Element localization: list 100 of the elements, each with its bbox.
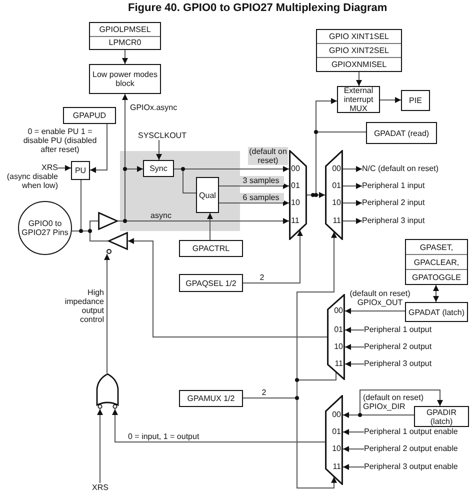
arrow — [242, 230, 303, 284]
block-label: PU — [74, 166, 86, 175]
signal-label: Peripheral 1 output enable — [364, 427, 458, 436]
port-label: 00 — [332, 410, 341, 419]
port-label: 01 — [291, 181, 300, 190]
connector-line — [71, 230, 108, 242]
block — [196, 177, 219, 213]
arrow — [97, 408, 103, 484]
arrow — [128, 238, 328, 338]
arrow — [342, 429, 364, 435]
port-label: 10 — [291, 198, 300, 207]
block — [71, 161, 90, 180]
arrow — [218, 200, 290, 206]
signal-label: Peripheral 3 output enable — [364, 462, 458, 471]
block-label: Qual — [199, 190, 216, 200]
arrow — [360, 390, 443, 416]
arrow — [156, 140, 162, 160]
port-label: 11 — [291, 216, 300, 225]
arrow — [433, 284, 439, 302]
signal-label: Peripheral 2 output — [364, 342, 432, 351]
signal-label: Peripheral 2 input — [362, 198, 425, 207]
block — [414, 406, 469, 427]
register-name: GPIO XINT2SEL — [317, 43, 401, 57]
block — [63, 107, 116, 124]
arrow — [342, 200, 362, 206]
port-label: 11 — [332, 216, 341, 225]
pin-circle — [18, 201, 72, 255]
block-label: GPAPUD — [72, 111, 106, 120]
edge-label: (default on reset) — [248, 147, 288, 165]
arrow — [344, 308, 406, 314]
block — [179, 274, 243, 292]
port-label: 11 — [332, 462, 341, 471]
arrow — [342, 183, 362, 189]
port-label: 00 — [291, 164, 300, 173]
arrow — [342, 218, 362, 224]
port-label: 01 — [332, 427, 341, 436]
port-label: 11 — [334, 359, 343, 368]
arrow — [356, 72, 362, 86]
block — [89, 64, 161, 94]
arrow — [344, 344, 364, 350]
register-name: GPIOXNMISEL — [317, 57, 401, 71]
arrow — [104, 254, 110, 374]
edge-label: 6 samples — [238, 193, 284, 202]
register-name: GPIOLPMSEL — [98, 24, 152, 36]
block — [143, 160, 174, 177]
arrow — [342, 464, 364, 470]
block — [179, 390, 243, 407]
block-label: GPADAT (read) — [374, 128, 430, 138]
signal-label: XRS — [92, 483, 108, 492]
block — [179, 240, 243, 257]
block-label: GPAMUX 1/2 — [187, 394, 235, 403]
signal-label: (async disable when low) — [6, 172, 58, 190]
block-label: GPAQSEL 1/2 — [186, 278, 236, 288]
port-label: 10 — [332, 444, 341, 453]
block-label: Sync — [150, 164, 168, 173]
port-label: 10 — [332, 198, 341, 207]
pin-label: GPIO0 to GPIO27 Pins — [21, 219, 69, 237]
arrow — [342, 166, 362, 172]
port-label: 00 — [332, 164, 341, 173]
arrow — [112, 408, 326, 442]
block — [337, 86, 380, 113]
block-label: GPADIR (latch) — [425, 408, 458, 426]
port-label: 00 — [334, 306, 343, 315]
port-label: 10 — [334, 342, 343, 351]
block-label: GPACTRL — [192, 244, 230, 253]
signal-label: Peripheral 1 input — [362, 181, 425, 190]
port-label: 01 — [332, 181, 341, 190]
edge-label: 2 — [260, 388, 268, 397]
arrow — [342, 446, 364, 452]
arrow — [90, 124, 108, 173]
register-box — [316, 29, 402, 72]
block-label: External interrupt MUX — [342, 86, 374, 113]
block — [401, 90, 430, 111]
signal-label: XRS — [40, 163, 58, 172]
arrow — [380, 97, 402, 103]
arrow — [344, 361, 364, 367]
block — [405, 302, 468, 322]
signal-label: Peripheral 3 input — [362, 216, 425, 225]
edge-label: (default on reset) GPIOx_OUT — [347, 289, 413, 307]
edge-label: 2 — [258, 273, 266, 282]
register-box — [405, 239, 468, 285]
signal-label: Peripheral 3 output — [364, 359, 432, 368]
edge-label: 3 samples — [238, 176, 284, 185]
register-name: GPASET, — [418, 242, 454, 254]
arrow — [58, 165, 72, 171]
signal-label: Peripheral 1 output — [364, 325, 432, 334]
block-label: PIE — [409, 96, 422, 105]
arrow — [207, 212, 213, 240]
signal-label: Peripheral 2 output enable — [364, 444, 458, 453]
signal-label: SYSCLKOUT — [138, 131, 186, 140]
register-name: GPATOGGLE — [406, 269, 467, 284]
arrow — [344, 327, 364, 333]
register-box — [89, 22, 161, 50]
block-label: GPADAT (latch) — [408, 308, 464, 316]
figure-title: Figure 40. GPIO0 to GPIO27 Multiplexing Diagram — [128, 2, 388, 15]
block-label: Low power modes block — [92, 70, 158, 88]
block — [366, 122, 437, 144]
register-name: GPIO XINT1SEL — [328, 31, 390, 43]
signal-label: N/C (default on reset) — [362, 164, 438, 173]
register-name: GPACLEAR, — [406, 254, 467, 269]
